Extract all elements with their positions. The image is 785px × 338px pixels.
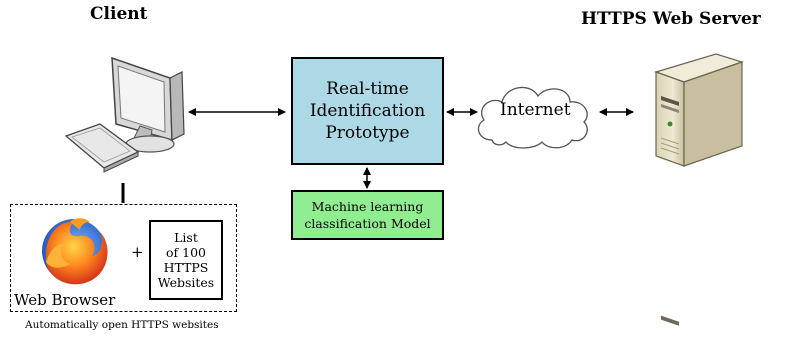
desktop-computer-icon: [64, 56, 185, 173]
model-line-1: Machine learning: [311, 199, 424, 214]
prototype-box: Real-time Identification Prototype: [291, 57, 444, 165]
model-line-2: classification Model: [304, 216, 431, 231]
browser-group-box: [10, 204, 237, 312]
list-line-3: HTTPS: [163, 260, 209, 275]
client-heading: Client: [90, 4, 148, 24]
server-heading: HTTPS Web Server: [581, 9, 761, 29]
cloud-icon: [477, 86, 588, 149]
prototype-line-1: Real-time: [326, 79, 409, 99]
prototype-line-2: Identification: [309, 101, 426, 121]
website-list-box: List of 100 HTTPS Websites: [149, 220, 223, 300]
footnote: Automatically open HTTPS websites: [25, 319, 219, 331]
internet-label: Internet: [500, 100, 571, 120]
prototype-line-3: Prototype: [325, 123, 410, 143]
list-line-2: of 100: [166, 245, 206, 260]
browser-label: Web Browser: [14, 291, 116, 309]
list-line-1: List: [174, 230, 198, 245]
firefox-browser-icon: [42, 218, 108, 285]
server-tower-icon: [654, 53, 744, 326]
ml-model-box: Machine learning classification Model: [291, 190, 444, 240]
plus-sign: +: [131, 243, 144, 261]
list-line-4: Websites: [157, 275, 215, 290]
